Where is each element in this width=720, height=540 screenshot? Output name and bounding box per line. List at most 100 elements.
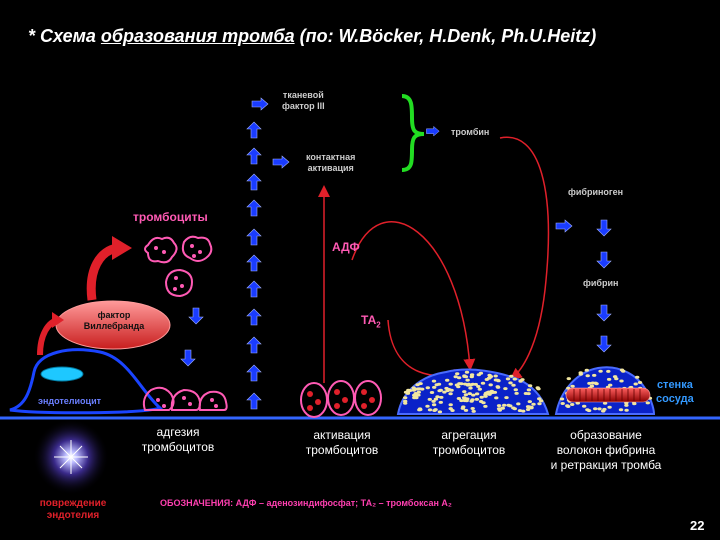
granule (607, 405, 612, 409)
granule (624, 403, 629, 407)
granule (635, 375, 640, 379)
granule (433, 397, 439, 401)
granule (531, 402, 536, 406)
endotheliocyte-nucleus (40, 366, 84, 382)
granule (474, 392, 480, 396)
granule (427, 408, 433, 412)
granule (496, 379, 501, 383)
granule (602, 401, 608, 405)
granule (570, 403, 575, 406)
granule (433, 408, 438, 412)
granule (606, 377, 612, 381)
granule (601, 409, 606, 413)
granule (509, 374, 514, 378)
granule (418, 382, 423, 386)
granule (462, 375, 467, 378)
granule (514, 391, 519, 395)
granule (582, 404, 587, 408)
granule (494, 396, 499, 400)
slide-title: * Схема образования тромба (по: W.Böcker… (28, 26, 597, 46)
granule (535, 386, 540, 390)
granule (425, 404, 430, 408)
granule (444, 386, 449, 390)
endotheliocyte-cell (9, 348, 163, 415)
arrow-down-icon (596, 304, 612, 322)
granule (645, 401, 650, 405)
granule (448, 382, 453, 386)
arrow-right-icon (555, 219, 573, 233)
granule (431, 379, 437, 383)
arrow-down-icon (188, 307, 204, 325)
granule (529, 406, 534, 410)
granule (471, 393, 476, 397)
granule (463, 393, 469, 397)
platelets-group (144, 235, 213, 298)
granule (503, 387, 508, 391)
granule (406, 388, 411, 392)
granule (431, 399, 436, 403)
granule (500, 406, 505, 410)
granule (565, 404, 570, 408)
granule (448, 407, 453, 411)
granule (496, 404, 502, 408)
granule (411, 388, 417, 392)
thrombin-label: тромбин (451, 127, 490, 137)
granule (633, 382, 638, 386)
granule (512, 377, 517, 381)
granule (525, 405, 531, 409)
granule (439, 395, 444, 399)
granule (570, 384, 575, 388)
granule (448, 403, 453, 407)
granule (624, 408, 629, 412)
granule (490, 391, 495, 395)
arrow-down-icon (180, 349, 196, 367)
granule (560, 402, 565, 405)
fibrin-fiber (565, 387, 651, 403)
granule (578, 372, 583, 376)
arrow-adp-to-aggregation (351, 221, 476, 371)
granule (589, 384, 595, 388)
granule (612, 375, 618, 379)
granule (456, 376, 462, 380)
granule (459, 382, 464, 386)
arrow-down-icon (596, 251, 612, 269)
granule (537, 402, 542, 406)
granule (606, 369, 611, 373)
granule (516, 402, 521, 406)
granule (559, 397, 565, 401)
damage-spark-icon (54, 440, 88, 474)
granule (435, 395, 440, 399)
granule (469, 375, 474, 379)
granule (488, 383, 493, 387)
granule (597, 407, 602, 411)
granule (483, 394, 488, 398)
granule (479, 395, 484, 399)
granule (442, 390, 447, 394)
granule (454, 383, 460, 387)
granule (465, 378, 470, 382)
granule (566, 377, 571, 381)
granule (471, 409, 476, 413)
granule (527, 400, 532, 404)
granule (412, 393, 417, 397)
granule (427, 397, 432, 401)
ta2-label: ТА2 (361, 313, 381, 330)
granule (511, 406, 516, 410)
granule (431, 403, 437, 407)
granule (453, 375, 458, 379)
granule (487, 373, 492, 377)
adp-label: АДФ (332, 240, 360, 254)
granule (480, 381, 486, 385)
granule (619, 379, 624, 383)
platelet-granules (154, 244, 202, 291)
granule (403, 399, 408, 403)
granule (527, 384, 533, 388)
granule (586, 409, 592, 413)
granule (496, 407, 502, 411)
granule (455, 372, 460, 376)
